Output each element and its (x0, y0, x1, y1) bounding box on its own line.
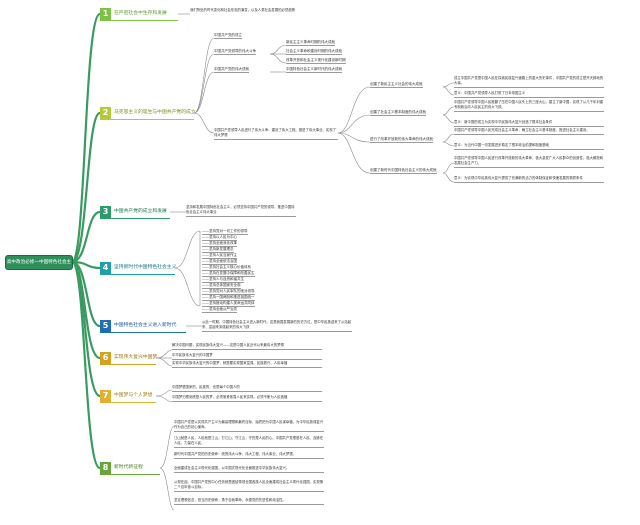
topic-5-number: 5 (100, 320, 111, 332)
topic-7-label: 中国梦与个人梦想 (114, 393, 153, 398)
topic-2-subsub-2: 社会主义革命和建设时期的伟大成就 (286, 49, 342, 55)
topic-4[interactable]: 4 坚持新时代中国特色社会主义 (100, 262, 177, 275)
topic-2-detail-3: 中国共产党领导中国人民推翻了压在中国人民头上的三座大山，建立了新中国，实现了从几… (454, 100, 604, 112)
topic-2-detail-8: 意义：为实现中华民族伟大复兴提供了充满新的活力的体制保证和快速发展的物质条件 (454, 176, 604, 183)
topic-4-number: 4 (100, 262, 111, 274)
topic-1[interactable]: 1 在严密社会中生存和发展 (100, 8, 178, 21)
topic-7[interactable]: 7 中国梦与个人梦想 (100, 390, 156, 403)
topic-6-item-1: 解决中国问题，实现民族伟大复兴——这是中国人民近代以来最伟大的梦想 (172, 343, 322, 350)
topic-5-leaf: 从此一时期，中国特色社会主义进入新时代，这是我国发展新的历史方位，是中华民族迎来… (202, 320, 352, 332)
topic-4-item-6: ——坚持全面依法治国 (202, 259, 237, 265)
topic-2-sub-3: 中国共产党的伟大成就 (214, 67, 249, 73)
topic-4-item-10: ——坚持总体国家安全观 (202, 283, 241, 289)
topic-4-item-8: ——坚持在发展中保障和改善民生 (202, 271, 255, 277)
topic-7-item-1: 中国梦是国家的、民族的，也是每个中国人的 (172, 385, 322, 392)
topic-2-main: 中国共产党领导人民进行了伟大斗争、建设了伟大工程、推进了伟大事业、实现了伟大梦想 (214, 128, 338, 140)
topic-1-label: 在严密社会中生存和发展 (114, 11, 167, 16)
topic-3[interactable]: 3 中国共产党的成立和发展 (100, 206, 170, 219)
topic-8-item-4: 全面建成社会主义现代化强国，以中国式现代化全面推进中华民族伟大复兴。 (174, 466, 324, 473)
topic-4-item-5: ——坚持人民当家作主 (202, 253, 237, 259)
topic-2-subsub-1: 新民主主义革命时期的伟大成就 (286, 40, 335, 46)
topic-4-item-13: ——坚持推动构建人类命运共同体 (202, 301, 255, 307)
topic-4-item-2: ——坚持以人民为中心 (202, 235, 237, 241)
topic-4-item-3: ——坚持全面深化改革 (202, 241, 237, 247)
topic-6-label: 实现伟大复兴中国梦 (114, 355, 158, 360)
topic-4-item-14: ——坚持全面从严治党 (202, 307, 237, 313)
topic-7-item-2: 中国梦归根到底是人民的梦，必须紧紧依靠人民来实现，必须不断为人民造福 (172, 395, 322, 402)
topic-2[interactable]: 2 马克思主义的诞生与中国共产党的成立 (100, 107, 196, 120)
root-node[interactable]: 高中政治必修一中国特色社会主义 (6, 256, 72, 278)
topic-2-number: 2 (100, 107, 111, 119)
topic-2-subsub-3: 改革开放和社会主义现代化建设新时期 (286, 58, 346, 64)
topic-3-leaf: 坚持和发展中国特色社会主义，必须坚持中国共产党的领导，推进中国特色社会主义伟大事… (186, 205, 296, 217)
topic-2-branch-4: 创建了新时代中国特色社会主义的伟大成就 (370, 168, 437, 174)
topic-2-detail-6: 意义：为当代中国一切发展进步奠定了根本政治前提和制度基础 (454, 143, 604, 150)
topic-1-leaf: 我们所处的时代变化和社会形态的演变，以及人类社会发展的必然趋势 (190, 8, 296, 12)
topic-2-branch-1: 创建了新民主主义社会的伟大成就 (370, 82, 423, 88)
topic-8-number: 8 (100, 462, 111, 474)
topic-8[interactable]: 8 新时代新征程 (100, 462, 160, 475)
topic-4-label: 坚持新时代中国特色社会主义 (114, 265, 177, 270)
topic-6-item-3: 实现中华民族伟大复兴的中国梦，就是要实现国家富强、民族振兴、人民幸福 (172, 361, 322, 368)
topic-2-sub-1: 中国共产党的成立 (214, 33, 242, 39)
topic-2-label: 马克思主义的诞生与中国共产党的成立 (114, 110, 196, 115)
topic-2-detail-2: 意义：中国共产党领导人民打败了日本帝国主义 (454, 91, 604, 98)
topic-3-number: 3 (100, 206, 111, 218)
topic-2-detail-4: 意义：新中国的成立为实现中华民族伟大复兴创造了根本社会条件 (454, 120, 604, 127)
topic-4-item-11: ——坚持党对人民军队的绝对领导 (202, 289, 255, 295)
topic-5-label: 中国特色社会主义进入新时代 (114, 323, 177, 328)
topic-1-number: 1 (100, 8, 111, 20)
topic-7-number: 7 (100, 390, 111, 402)
topic-2-branch-3: 进行了改革开放新的伟大革命的伟大成就 (370, 137, 433, 143)
topic-2-branch-2: 创建了社会主义基本制度的伟大成就 (370, 110, 426, 116)
topic-4-item-1: ——坚持党对一切工作的领导 (202, 229, 248, 235)
topic-2-sub-2: 中国共产党领导的伟大斗争 (214, 49, 256, 55)
topic-8-item-6: 坚定理想信念，担当历史使命，勇于自我革命，永葆党的先进性和纯洁性。 (174, 498, 324, 505)
topic-4-item-9: ——坚持人与自然和谐共生 (202, 277, 244, 283)
topic-8-item-1: 中国共产党是以实现共产主义为最高理想和最终目标，始终把为中国人民谋幸福、为中华民… (174, 420, 324, 432)
topic-8-item-3: 新时代中国共产党的历史使命：统揽伟大斗争、伟大工程、伟大事业、伟大梦想。 (174, 452, 324, 459)
topic-2-subsub-4: 中国特色社会主义新时代的伟大成就 (286, 67, 342, 73)
topic-4-item-7: ——坚持社会主义核心价值体系 (202, 265, 251, 271)
topic-4-item-12: ——坚持一国两制和推进祖国统一 (202, 295, 255, 301)
topic-6-number: 6 (100, 352, 111, 364)
topic-8-item-2: 江山就是人民，人民就是江山。打江山、守江山，守的是人民的心。中国共产党根基在人民… (174, 436, 324, 448)
topic-2-detail-1: 成立中国共产党是中国人民在探索民族复兴道路上的重大历史事件，中国共产党的成立是开… (454, 76, 604, 88)
topic-5[interactable]: 5 中国特色社会主义进入新时代 (100, 320, 186, 333)
topic-8-item-5: 从现在起，中国共产党的中心任务就是团结带领全国各族人民全面建成社会主义现代化强国… (174, 480, 324, 492)
topic-3-label: 中国共产党的成立和发展 (114, 209, 167, 214)
topic-6[interactable]: 6 实现伟大复兴中国梦 (100, 352, 158, 365)
topic-2-detail-5: 中国共产党领导中国人民完成社会主义革命，确立社会主义基本制度，推进社会主义建设。 (454, 128, 604, 135)
topic-2-detail-7: 中国共产党领导中国人民进行改革开放新的伟大革命，极大激发广大人民群众的创造性，极… (454, 156, 604, 168)
topic-6-item-2: 中华民族伟大复兴的中国梦 (172, 353, 322, 360)
topic-4-item-4: ——坚持新发展理念 (202, 247, 234, 253)
topic-8-label: 新时代新征程 (114, 465, 143, 470)
